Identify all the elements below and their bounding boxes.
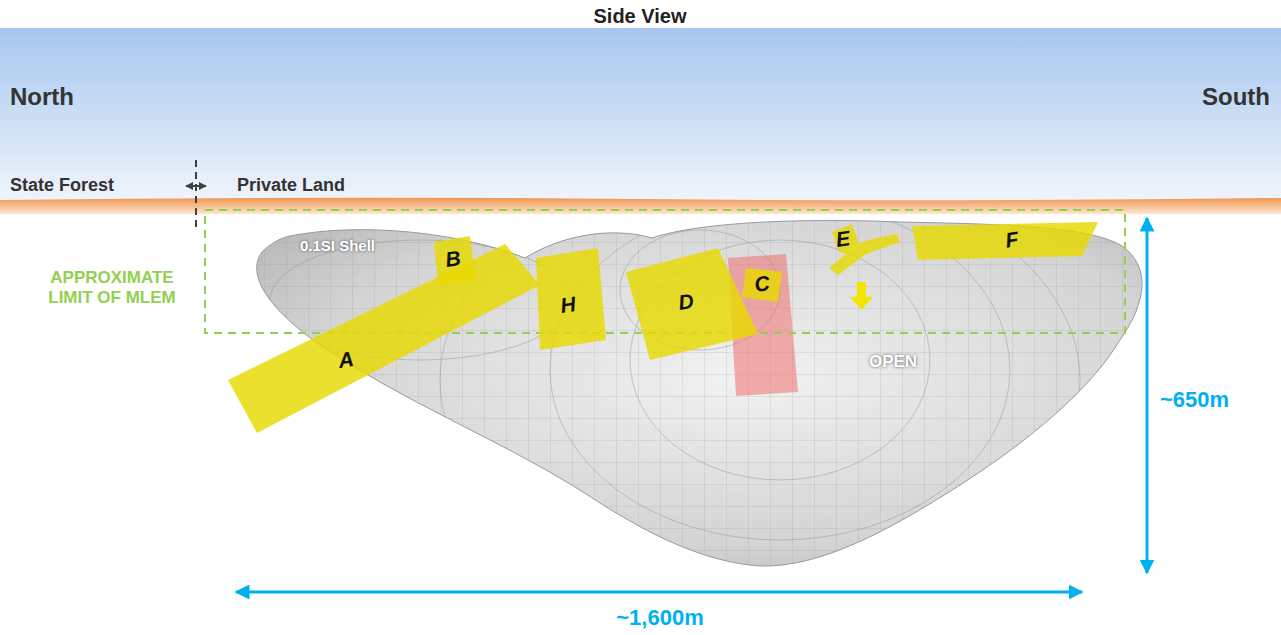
compass-label: South — [1202, 83, 1270, 112]
fault-plate: H — [536, 248, 606, 350]
plate-letter: C — [753, 271, 771, 297]
fault-plate: E — [829, 224, 900, 275]
plate-letter: D — [677, 289, 695, 315]
dimension-label: ~650m — [1160, 387, 1229, 413]
plate-fill — [829, 224, 900, 275]
fault-plate: A — [228, 244, 540, 433]
sky — [0, 28, 1281, 206]
open-label: OPEN — [869, 352, 917, 372]
compass-label: North — [10, 83, 74, 112]
boundary-line — [195, 160, 197, 228]
open-arrow — [850, 282, 873, 310]
shell-label: 0.1SI Shell — [300, 237, 375, 255]
fault-plate: B — [434, 236, 476, 286]
boundary-arrow — [186, 185, 206, 187]
plate-fill — [228, 244, 540, 433]
ground-surface — [0, 198, 1281, 214]
plate-letter: B — [444, 246, 462, 272]
width-dimension — [236, 591, 1082, 594]
mlem-label: APPROXIMATE LIMIT OF MLEM — [37, 268, 187, 309]
shell-body — [240, 170, 1160, 590]
fault-plate: D — [626, 248, 758, 360]
plate-shape — [228, 244, 540, 433]
plate-fill — [434, 236, 476, 286]
plate-fill — [742, 268, 782, 302]
fault-plate: C — [742, 268, 782, 302]
dimension-label: ~1,600m — [616, 605, 703, 631]
land-label: State Forest — [10, 175, 114, 197]
plate-letter: A — [337, 347, 355, 373]
plate-fill — [626, 248, 758, 360]
height-dimension — [1146, 218, 1149, 573]
plate-letter: H — [559, 292, 577, 318]
fault-plate: F — [912, 222, 1098, 260]
plate-fill — [912, 222, 1098, 260]
plate-fill — [536, 248, 606, 350]
land-label: Private Land — [237, 175, 345, 197]
title: Side View — [593, 5, 686, 28]
